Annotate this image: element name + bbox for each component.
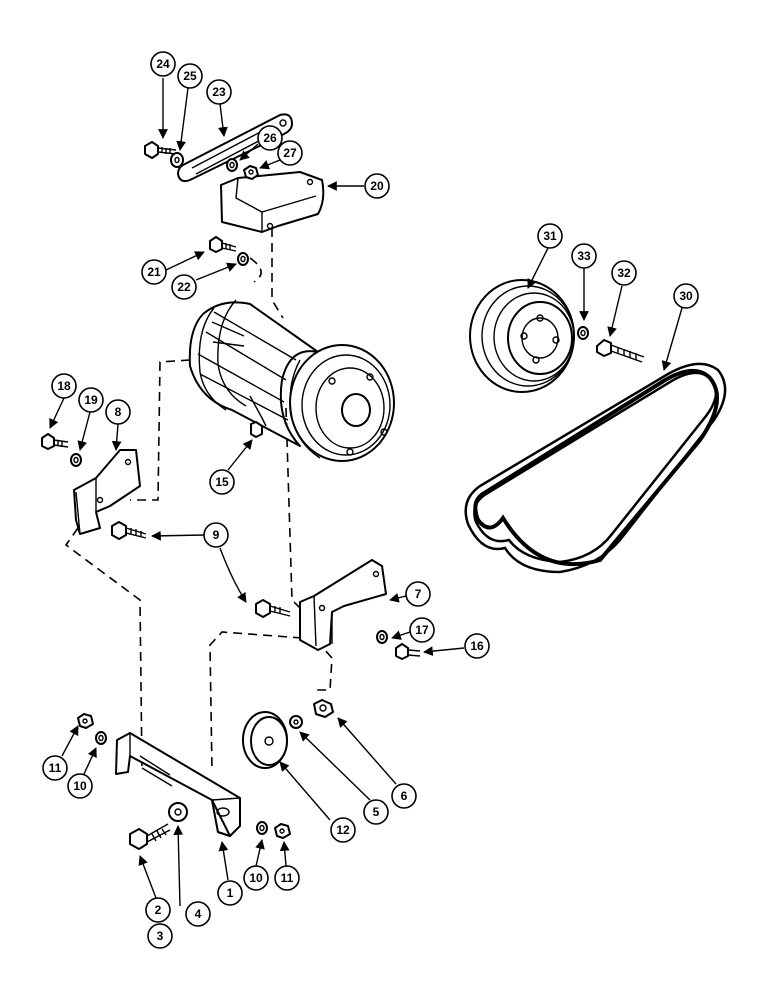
callout-30: 30 bbox=[673, 283, 699, 309]
leader-lines bbox=[49, 78, 683, 907]
callout-5-label: 5 bbox=[373, 805, 380, 819]
callout-7-label: 7 bbox=[415, 587, 422, 601]
bolt-24 bbox=[144, 141, 177, 159]
mounting-bracket-7 bbox=[299, 559, 387, 651]
ac-compressor bbox=[188, 299, 395, 462]
lock-washer-10-upper bbox=[95, 731, 107, 745]
callout-33-label: 33 bbox=[577, 249, 591, 263]
fitting-15 bbox=[250, 421, 263, 438]
callout-9: 9 bbox=[203, 522, 229, 548]
callout-32-label: 32 bbox=[617, 266, 631, 280]
callout-11-upper: 11 bbox=[42, 755, 68, 781]
callout-6-label: 6 bbox=[401, 789, 408, 803]
callout-25-label: 25 bbox=[183, 69, 197, 83]
compressor-mount-bracket-20 bbox=[220, 171, 325, 233]
callout-1-label: 1 bbox=[227, 886, 234, 900]
nut-11-upper bbox=[77, 713, 94, 729]
callout-5: 5 bbox=[363, 799, 389, 825]
callout-2-label: 2 bbox=[155, 903, 162, 917]
washer-19 bbox=[70, 453, 82, 467]
bolt-16 bbox=[395, 643, 421, 660]
callout-15-label: 15 bbox=[215, 475, 229, 489]
bolt-9-lower bbox=[255, 599, 291, 618]
washer-25 bbox=[170, 152, 184, 168]
callout-8-label: 8 bbox=[115, 405, 122, 419]
callout-16-label: 16 bbox=[470, 639, 484, 653]
nut-11-lower bbox=[274, 823, 291, 839]
callout-31-label: 31 bbox=[543, 229, 557, 243]
callout-23: 23 bbox=[206, 79, 232, 105]
washer-33 bbox=[577, 326, 589, 340]
callout-18-label: 18 bbox=[57, 379, 71, 393]
callout-20: 20 bbox=[364, 173, 390, 199]
lock-washer-10-lower bbox=[256, 821, 268, 835]
callout-17: 17 bbox=[409, 617, 435, 643]
idler-spacer-12 bbox=[242, 711, 288, 769]
callout-27-label: 27 bbox=[283, 146, 297, 160]
washer-26 bbox=[226, 158, 238, 172]
callout-20-label: 20 bbox=[370, 179, 384, 193]
bolt-32 bbox=[596, 339, 645, 363]
lock-washer-22 bbox=[237, 252, 249, 266]
callout-9-label: 9 bbox=[213, 528, 220, 542]
washer-5 bbox=[289, 715, 303, 729]
callout-33: 33 bbox=[571, 243, 597, 269]
bolt-18 bbox=[41, 433, 69, 450]
bolt-9-upper bbox=[111, 521, 147, 540]
callout-11-upper-label: 11 bbox=[49, 761, 62, 775]
callout-21-label: 21 bbox=[147, 265, 161, 279]
nut-6 bbox=[313, 699, 334, 718]
callout-26-label: 26 bbox=[263, 131, 277, 145]
drive-belt-30 bbox=[464, 362, 727, 574]
pulley-31 bbox=[469, 279, 575, 393]
callout-24-label: 24 bbox=[156, 57, 170, 71]
washer-17 bbox=[376, 630, 388, 644]
callout-18: 18 bbox=[51, 373, 77, 399]
callout-30-label: 30 bbox=[679, 289, 693, 303]
callout-10-upper: 10 bbox=[67, 773, 93, 799]
callout-1: 1 bbox=[217, 880, 243, 906]
bolt-2-3 bbox=[129, 823, 171, 850]
callout-4-label: 4 bbox=[195, 907, 202, 921]
callout-21: 21 bbox=[141, 259, 167, 285]
washer-4 bbox=[168, 802, 188, 822]
callout-10-upper-label: 10 bbox=[73, 779, 87, 793]
callout-6: 6 bbox=[391, 783, 417, 809]
callout-12-label: 12 bbox=[336, 823, 350, 837]
callout-11-lower-label: 11 bbox=[281, 871, 294, 885]
mounting-bracket-8 bbox=[73, 449, 141, 535]
callout-17-label: 17 bbox=[415, 623, 429, 637]
callout-3-label: 3 bbox=[157, 929, 164, 943]
callout-26: 26 bbox=[257, 125, 283, 151]
callout-22-label: 22 bbox=[177, 280, 191, 294]
callout-27: 27 bbox=[277, 140, 303, 166]
bolt-21 bbox=[209, 236, 237, 253]
callout-22: 22 bbox=[171, 274, 197, 300]
callout-16: 16 bbox=[464, 633, 490, 659]
callout-23-label: 23 bbox=[212, 85, 226, 99]
callout-32: 32 bbox=[611, 260, 637, 286]
callout-10-lower-label: 10 bbox=[249, 871, 263, 885]
callout-11-lower: 11 bbox=[274, 865, 300, 891]
callout-2: 2 bbox=[145, 897, 171, 923]
callout-25: 25 bbox=[177, 63, 203, 89]
callout-7: 7 bbox=[405, 581, 431, 607]
callout-31: 31 bbox=[537, 223, 563, 249]
main-support-bracket-1 bbox=[115, 732, 241, 837]
callout-10-lower: 10 bbox=[243, 865, 269, 891]
callout-3: 3 bbox=[147, 923, 173, 949]
nut-27 bbox=[243, 165, 259, 180]
callout-24: 24 bbox=[150, 51, 176, 77]
callout-19: 19 bbox=[78, 387, 104, 413]
callout-4: 4 bbox=[185, 901, 211, 927]
callout-12: 12 bbox=[330, 817, 356, 843]
callout-8: 8 bbox=[105, 399, 131, 425]
callout-15: 15 bbox=[209, 469, 235, 495]
callout-19-label: 19 bbox=[84, 393, 98, 407]
